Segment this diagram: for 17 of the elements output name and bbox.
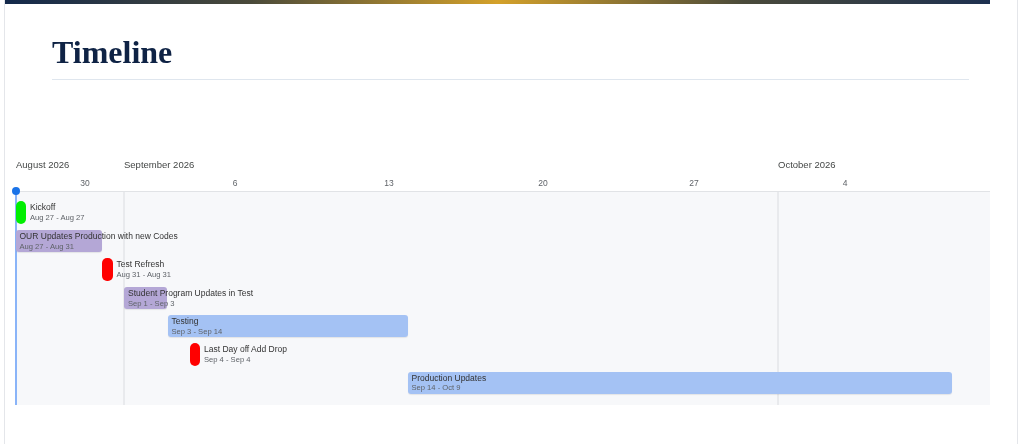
- day-tick-label: 13: [384, 177, 394, 189]
- task-name: Testing: [171, 316, 199, 326]
- month-label: August 2026: [16, 159, 70, 171]
- task-name: Last Day off Add Drop: [204, 344, 287, 354]
- day-tick-label: 4: [842, 177, 848, 189]
- task-name: Kickoff: [30, 202, 56, 212]
- day-tick-label: 6: [232, 177, 238, 189]
- day-tick-label: 30: [80, 177, 90, 189]
- month-label: September 2026: [124, 159, 195, 171]
- day-tick-label: 27: [689, 177, 699, 189]
- day-tick-label: 20: [538, 177, 548, 189]
- page-title: Timeline: [52, 36, 173, 68]
- task-name: Student Program Updates in Test: [128, 288, 254, 298]
- month-label: October 2026: [778, 159, 836, 171]
- task-name: Test Refresh: [116, 259, 165, 269]
- task-name: Production Updates: [411, 372, 487, 383]
- task-name: OUR Updates Production with new Codes: [19, 231, 178, 241]
